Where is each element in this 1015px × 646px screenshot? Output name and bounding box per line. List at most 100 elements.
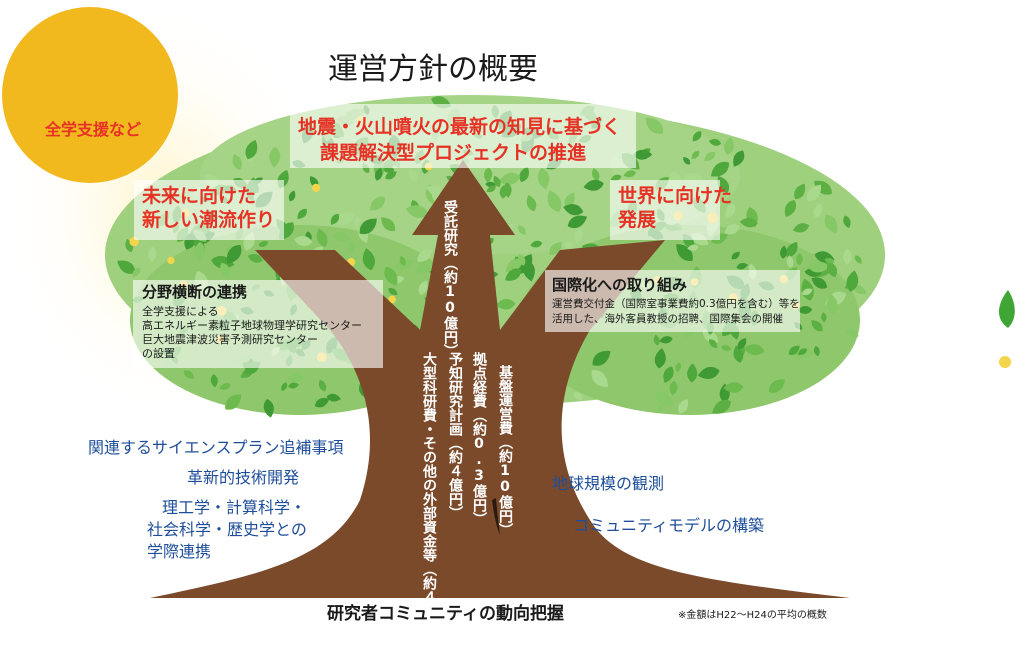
right-box-line1: 運営費交付金（国際室事業費約0.3億円を含む）等を: [552, 298, 800, 310]
leaf-icon: [736, 262, 749, 270]
leaf-icon: [717, 175, 730, 193]
leaf-icon: [687, 244, 699, 251]
leaf-icon: [712, 399, 731, 414]
leaf-icon: [183, 370, 195, 379]
leaf-icon: [768, 379, 785, 393]
leaf-icon: [374, 167, 383, 181]
leaf-icon: [697, 366, 720, 379]
leaf-icon: [247, 254, 263, 263]
trunk-yochi: 予知研究計画（約４億円）: [447, 352, 463, 520]
leaf-icon: [573, 392, 583, 401]
leaf-icon: [426, 185, 443, 196]
leaf-icon: [519, 166, 529, 183]
left-box-heading: 分野横断の連携: [142, 283, 248, 301]
leaf-icon: [245, 139, 258, 160]
leaf-icon: [811, 277, 828, 289]
right-root-1: 地球規模の観測: [552, 474, 665, 493]
leaf-icon: [846, 270, 859, 292]
leaf-icon: [293, 236, 313, 246]
leaf-icon: [788, 345, 800, 355]
leaf-icon: [220, 262, 231, 279]
right-info-box: [545, 270, 800, 332]
left-red-line2: 新しい潮流作り: [142, 209, 276, 231]
left-root-2: 革新的技術開発: [187, 468, 300, 487]
leaf-icon: [326, 393, 341, 402]
leaf-icon: [287, 373, 305, 383]
leaf-icon: [330, 213, 340, 225]
leaf-icon: [316, 228, 328, 247]
leaf-icon: [117, 260, 136, 274]
leaf-icon: [653, 334, 660, 346]
leaf-icon: [495, 299, 516, 310]
leaf-icon: [132, 267, 141, 277]
leaf-icon: [645, 117, 664, 134]
leaf-icon: [505, 268, 522, 281]
left-root-5: 学際連携: [147, 542, 212, 561]
leaf-icon: [530, 240, 543, 248]
leaf-icon: [537, 167, 550, 190]
leaf-icon: [853, 285, 867, 295]
leaf-icon: [692, 131, 702, 142]
leaf-icon: [318, 379, 327, 392]
leaf-icon: [493, 175, 501, 188]
leaf-icon: [721, 345, 732, 351]
leaf-icon: [796, 253, 803, 266]
leaf-icon: [731, 251, 740, 260]
leaf-icon: [225, 394, 242, 410]
leaf-icon: [503, 182, 512, 198]
leaf-icon: [786, 241, 798, 258]
leaf-icon: [562, 242, 574, 249]
leaf-icon: [654, 348, 666, 369]
leaf-icon: [691, 150, 700, 159]
leaf-icon: [669, 380, 678, 396]
leaf-icon: [725, 203, 736, 219]
leaf-icon: [314, 397, 330, 408]
leaf-icon: [334, 212, 356, 225]
leaf-icon: [359, 218, 377, 235]
leaf-icon: [846, 328, 859, 338]
leaf-icon: [739, 217, 758, 228]
leaf-icon: [354, 215, 361, 228]
leaf-icon: [362, 248, 375, 271]
leaf-icon: [258, 241, 269, 247]
right-red-line1: 世界に向けた: [618, 185, 733, 207]
leaf-icon: [843, 248, 852, 266]
leaf-icon: [826, 260, 838, 278]
leaf-icon: [417, 249, 433, 262]
left-box-line1: 全学支援による: [142, 305, 219, 318]
leaf-icon: [780, 245, 787, 259]
leaf-icon: [733, 150, 745, 167]
leaf-icon: [678, 398, 689, 414]
trunk-kyoten: 拠点経費（約0.3億円）: [471, 352, 487, 526]
left-red-box: [134, 180, 284, 240]
leaf-icon: [498, 172, 521, 185]
leaf-icon: [526, 195, 537, 212]
leaf-icon: [659, 336, 673, 344]
leaf-icon: [801, 288, 813, 296]
trunk-kiban: 基盤運営費（約10億円）: [497, 365, 513, 537]
leaf-icon: [655, 392, 674, 406]
leaf-icon: [824, 214, 838, 234]
leaf-icon: [388, 288, 398, 296]
leaf-icon: [269, 146, 281, 168]
leaf-icon: [794, 183, 806, 200]
leaf-icon: [623, 170, 637, 178]
left-red-line1: 未来に向けた: [142, 185, 257, 207]
leaf-icon: [724, 224, 741, 235]
leaf-icon: [813, 203, 823, 218]
leaf-icon: [592, 350, 611, 366]
leaf-icon: [484, 167, 493, 184]
leaf-icon: [806, 184, 821, 202]
leaf-icon: [843, 215, 851, 229]
right-box-line2: 活用した、海外客員教授の招聘、国際集会の開催: [552, 313, 783, 325]
left-root-4: 社会科学・歴史学との: [147, 520, 307, 539]
footnote: ※金額はH22～H24の平均の概数: [678, 610, 827, 621]
leaf-icon: [610, 174, 622, 181]
leaf-icon: [999, 290, 1015, 328]
leaf-icon: [821, 312, 827, 323]
sun-label: 全学支援など: [45, 120, 142, 139]
leaf-icon: [737, 338, 747, 350]
leaf-icon: [709, 339, 718, 349]
leaf-icon: [592, 168, 600, 181]
leaf-icon: [381, 217, 396, 232]
